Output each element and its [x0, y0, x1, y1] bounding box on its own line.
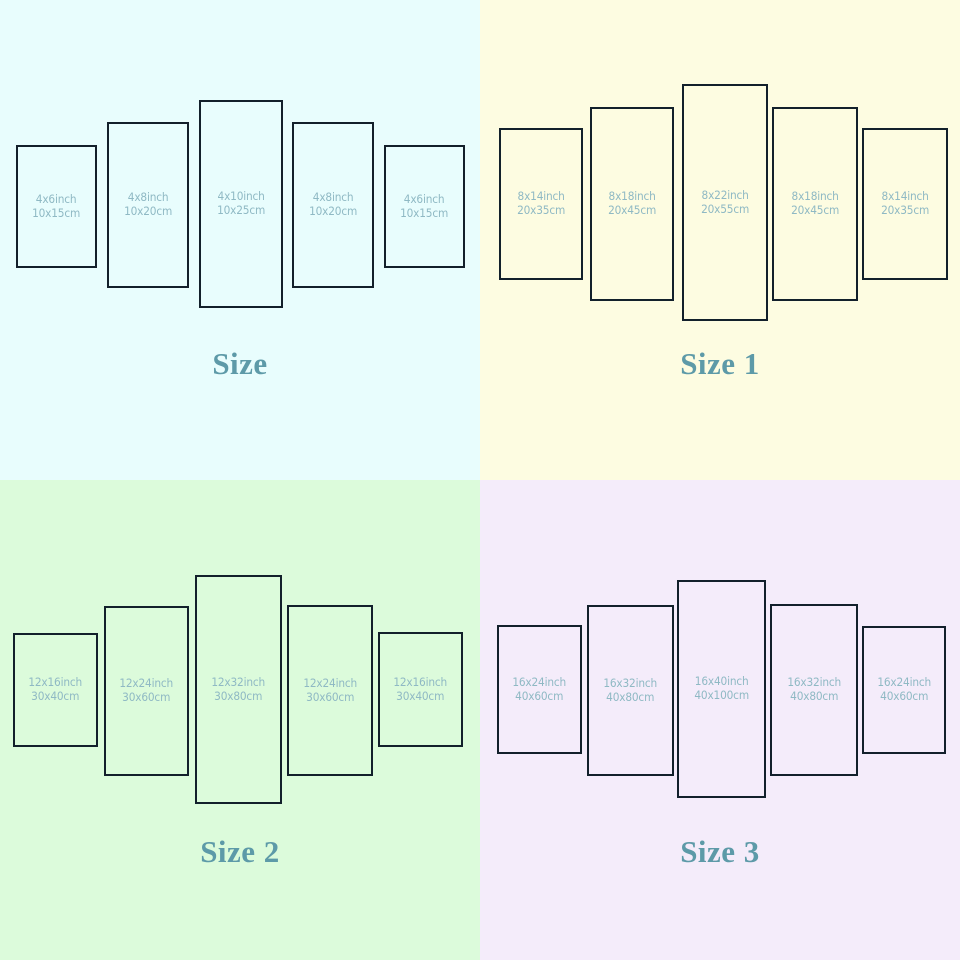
panel-5[interactable]: 8x14inch 20x35cm	[862, 128, 948, 280]
panel-label-cm: 30x40cm	[396, 688, 445, 703]
group-title-size-1: Size 1	[680, 346, 760, 381]
group-title-size-2: Size 2	[200, 834, 280, 869]
panel-label-inch: 16x32inch	[787, 675, 841, 690]
panel-label-inch: 4x8inch	[127, 190, 169, 205]
panel-label-inch: 8x22inch	[701, 187, 749, 202]
panel-label: 4x6inch 10x15cm	[32, 191, 81, 220]
panel-2[interactable]: 16x32inch 40x80cm	[587, 605, 674, 776]
panel-label-inch: 8x14inch	[881, 189, 929, 204]
panel-label-cm: 40x80cm	[606, 689, 655, 704]
panel-label-cm: 30x80cm	[214, 688, 263, 703]
panel-label-inch: 12x24inch	[303, 675, 357, 690]
panel-3[interactable]: 8x22inch 20x55cm	[682, 84, 768, 321]
panel-label-inch: 8x18inch	[791, 189, 839, 204]
quadrant-size: 4x6inch 10x15cm 4x8inch 10x20cm 4x10inch…	[0, 0, 480, 480]
panel-label-cm: 20x35cm	[516, 203, 566, 217]
panel-label-inch: 12x16inch	[28, 675, 83, 690]
panel-label-inch: 8x18inch	[608, 189, 656, 204]
panel-3[interactable]: 12x32inch 30x80cm	[195, 575, 282, 804]
panel-4[interactable]: 16x32inch 40x80cm	[770, 604, 858, 776]
panel-label: 16x40inch 40x100cm	[694, 675, 749, 702]
panel-4[interactable]: 8x18inch 20x45cm	[772, 107, 858, 301]
panel-label-inch: 16x24inch	[512, 674, 567, 689]
panel-label-cm: 20x55cm	[700, 201, 750, 216]
group-title-size-3: Size 3	[680, 834, 760, 869]
panel-label-cm: 10x20cm	[123, 204, 173, 218]
panel-label-cm: 40x100cm	[694, 688, 749, 702]
panel-label-inch: 16x32inch	[603, 675, 658, 690]
panel-2[interactable]: 8x18inch 20x45cm	[590, 107, 674, 301]
panel-label-inch: 8x14inch	[517, 189, 565, 204]
panel-1[interactable]: 16x24inch 40x60cm	[497, 625, 582, 754]
panel-group-size-3: 16x24inch 40x60cm 16x32inch 40x80cm 16x4…	[480, 480, 960, 960]
panel-group-size-1: 8x14inch 20x35cm 8x18inch 20x45cm 8x22in…	[480, 0, 960, 480]
panel-label-cm: 30x60cm	[305, 689, 355, 704]
panel-label-cm: 40x60cm	[515, 688, 564, 703]
panel-label: 16x24inch 40x60cm	[877, 676, 931, 703]
quadrant-size-2: 12x16inch 30x40cm 12x24inch 30x60cm 12x3…	[0, 480, 480, 960]
panel-label: 16x32inch 40x80cm	[787, 676, 841, 703]
panel-label: 4x10inch 10x25cm	[217, 190, 265, 217]
panel-5[interactable]: 16x24inch 40x60cm	[862, 626, 946, 754]
quadrant-size-3: 16x24inch 40x60cm 16x32inch 40x80cm 16x4…	[480, 480, 960, 960]
panel-label-cm: 40x60cm	[879, 689, 929, 703]
panel-label-inch: 12x24inch	[119, 676, 174, 691]
panel-label-cm: 20x45cm	[607, 203, 657, 217]
panel-2[interactable]: 4x8inch 10x20cm	[107, 122, 189, 288]
panel-group-size-2: 12x16inch 30x40cm 12x24inch 30x60cm 12x3…	[0, 480, 480, 960]
panel-label: 8x18inch 20x45cm	[608, 190, 656, 217]
panel-label-cm: 10x15cm	[400, 205, 449, 220]
panel-label-cm: 10x15cm	[32, 205, 81, 220]
panel-label-cm: 20x45cm	[790, 203, 840, 217]
quadrant-size-1: 8x14inch 20x35cm 8x18inch 20x45cm 8x22in…	[480, 0, 960, 480]
panel-label-cm: 30x60cm	[122, 690, 171, 704]
panel-label: 12x24inch 30x60cm	[303, 675, 357, 704]
panel-label: 12x16inch 30x40cm	[393, 674, 448, 703]
panel-label-inch: 16x24inch	[877, 675, 931, 690]
panel-label: 8x14inch 20x35cm	[517, 190, 565, 217]
panel-5[interactable]: 4x6inch 10x15cm	[384, 145, 465, 268]
panel-1[interactable]: 4x6inch 10x15cm	[16, 145, 97, 268]
panel-label-cm: 10x25cm	[216, 203, 266, 217]
panel-group-size: 4x6inch 10x15cm 4x8inch 10x20cm 4x10inch…	[0, 0, 480, 480]
panel-label: 8x18inch 20x45cm	[791, 190, 839, 217]
panel-2[interactable]: 12x24inch 30x60cm	[104, 606, 189, 776]
panel-label-inch: 4x6inch	[36, 191, 77, 206]
panel-label-inch: 16x40inch	[694, 674, 749, 689]
panel-label: 4x6inch 10x15cm	[400, 191, 449, 220]
panel-4[interactable]: 12x24inch 30x60cm	[287, 605, 373, 776]
panel-label-inch: 12x32inch	[211, 674, 266, 689]
panel-label-inch: 4x10inch	[217, 189, 265, 204]
panel-3[interactable]: 4x10inch 10x25cm	[199, 100, 283, 308]
panel-4[interactable]: 4x8inch 10x20cm	[292, 122, 374, 288]
group-title-size: Size	[212, 346, 268, 381]
panel-label-cm: 20x35cm	[880, 203, 930, 217]
panel-label: 12x24inch 30x60cm	[120, 677, 174, 704]
panel-label-cm: 10x20cm	[308, 204, 358, 218]
panel-label-inch: 4x6inch	[404, 191, 445, 206]
panel-label-cm: 40x80cm	[789, 689, 839, 703]
panel-label: 8x22inch 20x55cm	[700, 187, 750, 216]
panel-label-inch: 4x8inch	[312, 190, 354, 205]
panel-1[interactable]: 8x14inch 20x35cm	[499, 128, 583, 280]
panel-label: 16x24inch 40x60cm	[512, 674, 567, 703]
panel-label: 12x32inch 30x80cm	[211, 674, 266, 703]
panel-1[interactable]: 12x16inch 30x40cm	[13, 633, 98, 747]
panel-label: 4x8inch 10x20cm	[309, 191, 357, 218]
panel-label: 8x14inch 20x35cm	[881, 190, 929, 217]
panel-3[interactable]: 16x40inch 40x100cm	[677, 580, 766, 798]
panel-5[interactable]: 12x16inch 30x40cm	[378, 632, 463, 747]
panel-label: 4x8inch 10x20cm	[124, 191, 172, 218]
panel-label: 12x16inch 30x40cm	[29, 676, 83, 703]
panel-label-inch: 12x16inch	[393, 674, 448, 689]
panel-label-cm: 30x40cm	[31, 689, 80, 703]
panel-label: 16x32inch 40x80cm	[603, 675, 658, 704]
